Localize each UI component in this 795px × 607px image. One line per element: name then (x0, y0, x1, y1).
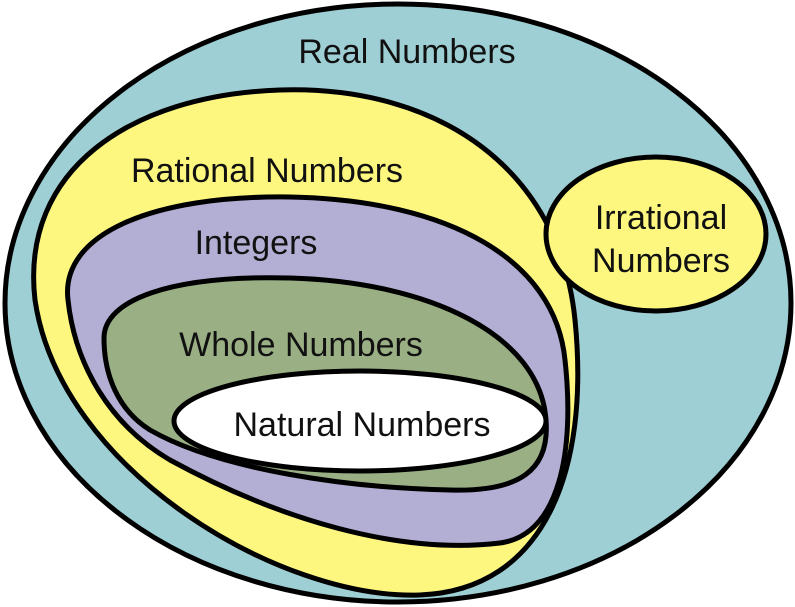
irrational-numbers-region (543, 154, 769, 314)
real-numbers-label: Real Numbers (298, 33, 515, 71)
natural-numbers-region (171, 368, 549, 474)
natural-numbers-label: Natural Numbers (234, 406, 491, 444)
irrational-numbers-label-line2: Numbers (592, 242, 730, 280)
irrational-numbers-label-line1: Irrational (595, 199, 727, 237)
integers-label: Integers (195, 224, 318, 262)
rational-numbers-label: Rational Numbers (131, 152, 403, 190)
whole-numbers-label: Whole Numbers (179, 326, 423, 364)
